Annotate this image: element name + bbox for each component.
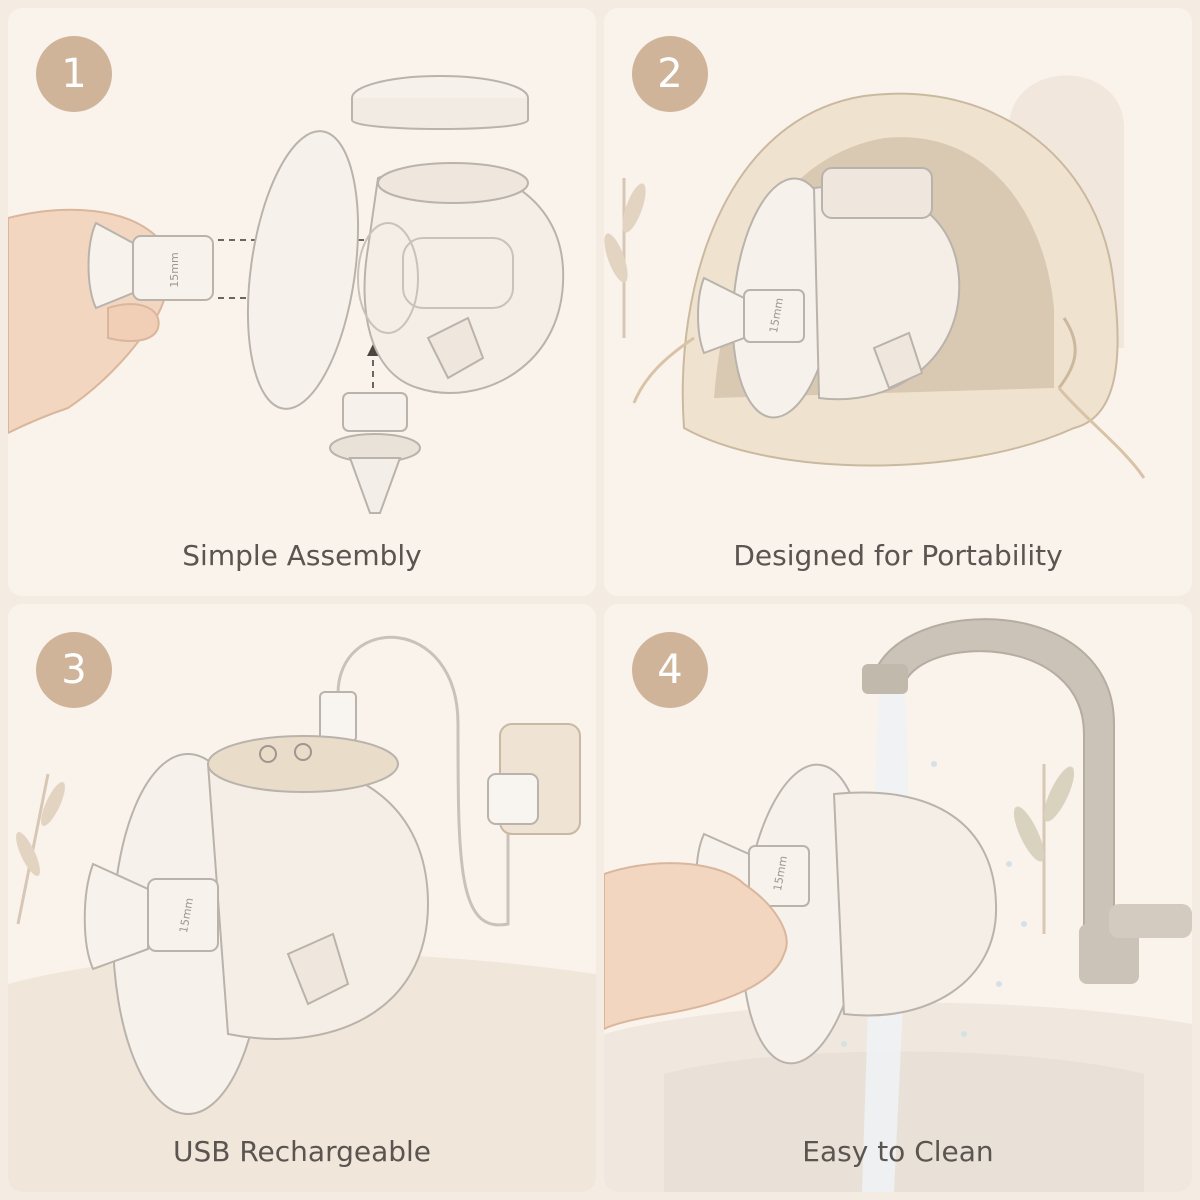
valve-part [348, 457, 402, 514]
charger-icon [487, 773, 539, 825]
step-badge-1: 1 [36, 36, 112, 112]
step-badge-2: 2 [632, 36, 708, 112]
caption-easy-to-clean: Easy to Clean [802, 1135, 994, 1168]
caption-portability: Designed for Portability [733, 539, 1063, 572]
membrane-disc [246, 130, 360, 410]
hand-icon-4 [604, 862, 788, 1031]
step-badge-3: 3 [36, 632, 112, 708]
caption-usb-rechargeable: USB Rechargeable [172, 1135, 432, 1168]
assembly-illustration: 15mm [8, 75, 565, 514]
flange-size-label-3: 15mm [177, 897, 196, 934]
usb-illustration: 15mm [8, 635, 596, 1192]
flange-size-label-4: 15mm [771, 855, 790, 892]
panel-easy-to-clean: 4 15mm [604, 604, 1192, 1192]
panel-simple-assembly: 1 15mm [8, 8, 596, 596]
faucet-icon [872, 618, 1115, 935]
step-badge-4: 4 [632, 632, 708, 708]
usb-cable [336, 635, 510, 927]
flange-size-label-2: 15mm [767, 297, 786, 334]
power-button-icon [259, 745, 277, 763]
caption-simple-assembly: Simple Assembly [182, 539, 422, 572]
cleaning-illustration: 15mm [604, 618, 1192, 1192]
panel-portability: 2 15mm Designed for Portability [604, 8, 1192, 596]
flange-part [87, 221, 134, 310]
control-panel [207, 735, 399, 793]
flange-size-label: 15mm [168, 252, 181, 287]
panel-usb-rechargeable: 3 15mm USB Rechargeable [8, 604, 596, 1192]
portability-illustration: 15mm [604, 75, 1146, 479]
